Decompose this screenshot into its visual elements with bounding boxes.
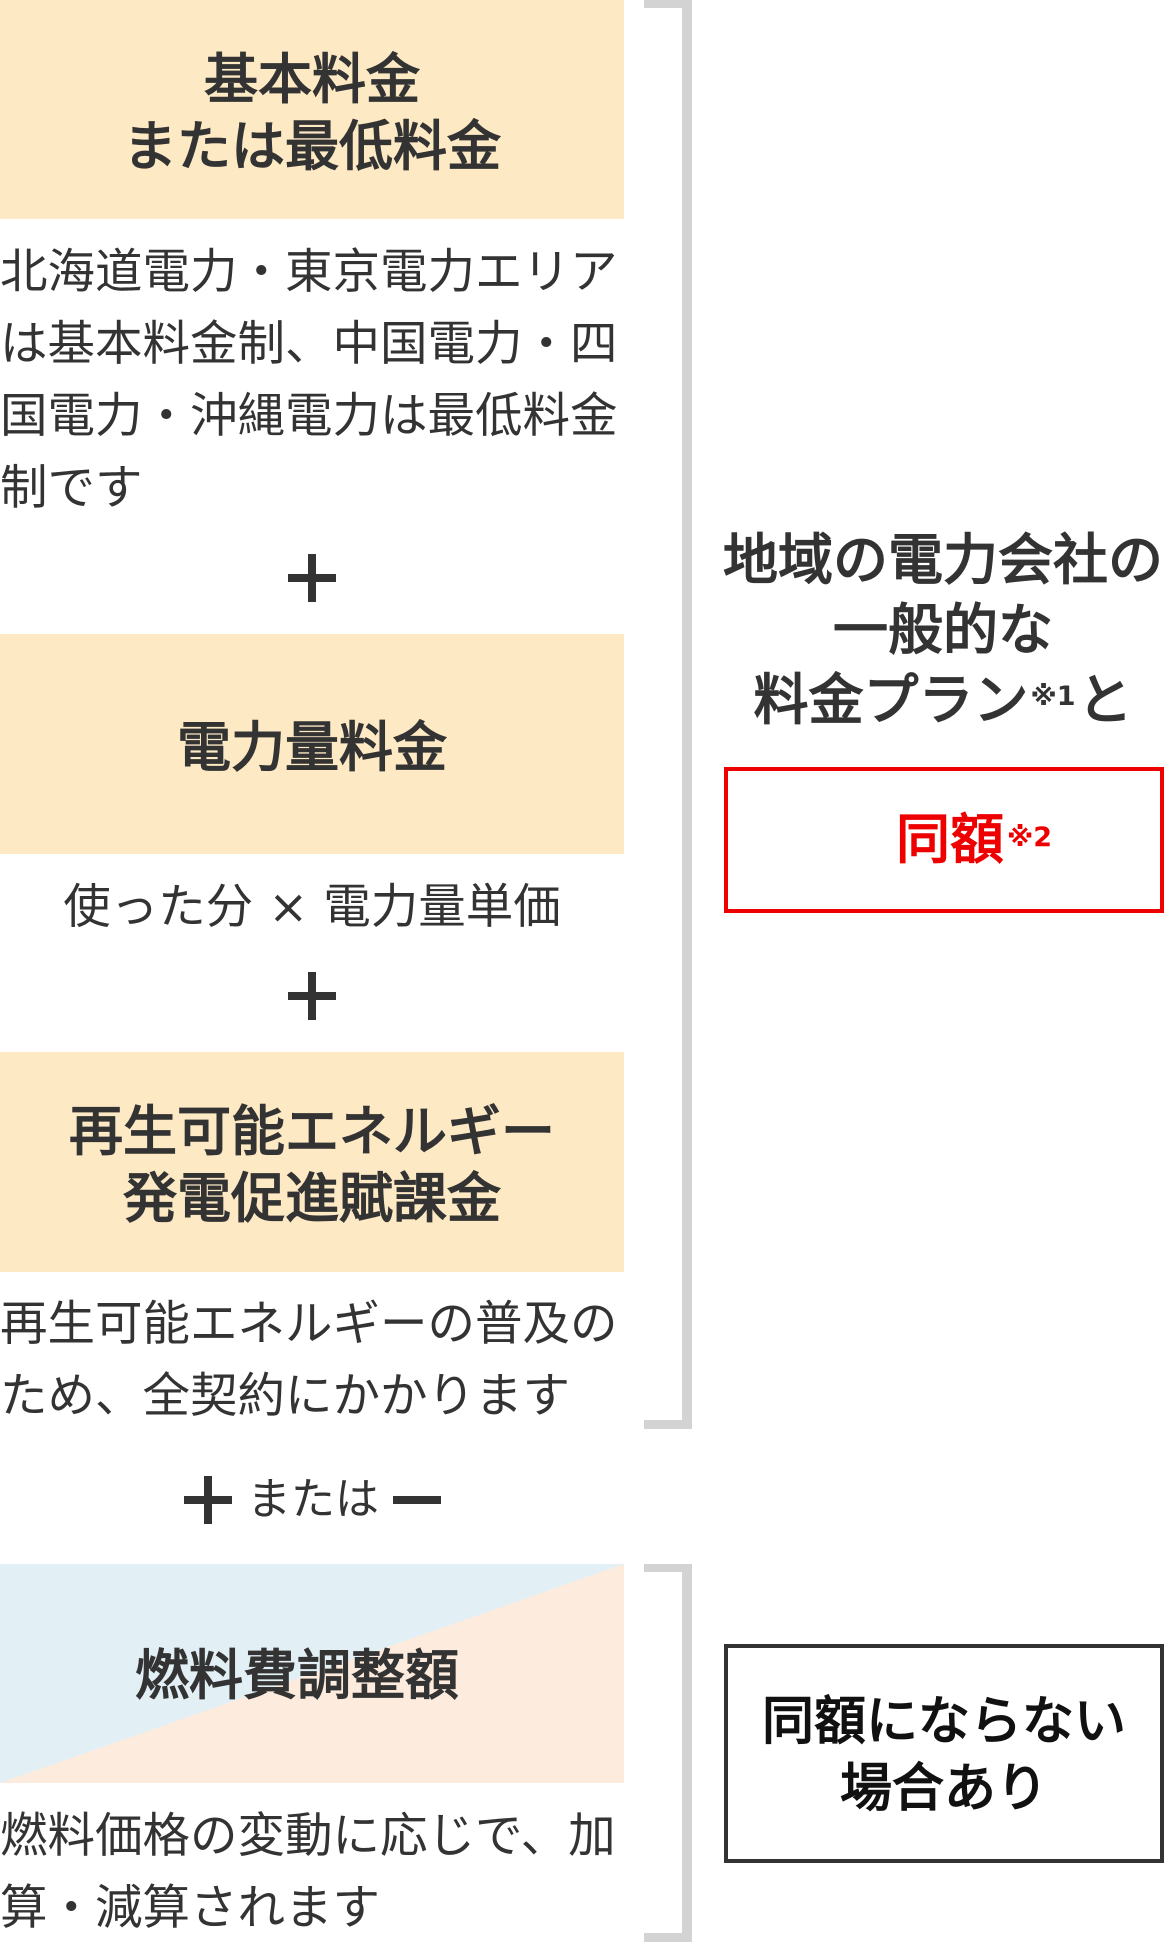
fee-description-basic-charge: 北海道電力・東京電力エリア は基本料金制、中国電力・四 国電力・沖縄電力は最低料… (0, 237, 624, 525)
heading-line: 料金プラン※1と (722, 665, 1164, 746)
fee-box-basic-charge: 基本料金 または最低料金 (0, 0, 624, 219)
plus-icon (288, 972, 336, 1020)
plus-or-minus-label: または (247, 1474, 379, 1525)
minus-icon (393, 1496, 441, 1504)
description-line: 算・減算されます (0, 1881, 380, 1936)
heading-text: 料金プラン (753, 668, 1029, 732)
description-line: 使った分 × 電力量単価 (63, 880, 561, 935)
heading-line: 地域の電力会社の (722, 528, 1163, 592)
description-line: 制です (0, 461, 143, 516)
footnote-marker-1: ※1 (1030, 681, 1076, 712)
not-same-amount-box: 同額にならない 場合あり (724, 1644, 1164, 1863)
description-line: 再生可能エネルギーの普及の (0, 1297, 618, 1352)
fee-description-fuel-adjustment: 燃料価格の変動に応じで、加 算・減算されます (0, 1801, 624, 1945)
not-same-line: 同額にならない (761, 1692, 1126, 1752)
fee-title: 基本料金 (204, 47, 420, 111)
description-line: 燃料価格の変動に応じで、加 (0, 1809, 616, 1864)
fee-title: 再生可能エネルギー (69, 1099, 555, 1163)
bracket-fixed-components (644, 0, 692, 1429)
not-same-line: 場合あり (839, 1759, 1048, 1819)
description-line: 北海道電力・東京電力エリア (0, 245, 618, 300)
description-line: 国電力・沖縄電力は最低料金 (0, 389, 618, 444)
fee-title: 燃料費調整額 (135, 1643, 459, 1707)
fee-title: 電力量料金 (177, 715, 447, 779)
description-line: は基本料金制、中国電力・四 (0, 317, 618, 372)
heading-suffix: と (1077, 668, 1133, 732)
description-line: ため、全契約にかかります (0, 1369, 570, 1424)
fee-box-fuel-adjustment: 燃料費調整額 (0, 1564, 624, 1783)
same-amount-label: 同額※2 (896, 808, 1052, 872)
same-amount-text: 同額 (895, 808, 1004, 871)
footnote-marker-2: ※2 (1006, 822, 1053, 853)
fee-title: 発電促進賦課金 (123, 1166, 501, 1230)
plus-icon (288, 554, 336, 602)
fee-box-renewable-surcharge: 再生可能エネルギー 発電促進賦課金 (0, 1052, 624, 1272)
fee-description-renewable-surcharge: 再生可能エネルギーの普及の ため、全契約にかかります (0, 1289, 624, 1433)
plus-icon (184, 1476, 232, 1524)
fee-title: または最低料金 (123, 114, 501, 178)
bracket-fuel-adjustment (644, 1564, 692, 1942)
fee-box-energy-charge: 電力量料金 (0, 634, 624, 854)
fee-description-energy-charge: 使った分 × 電力量単価 (0, 872, 624, 944)
same-amount-box: 同額※2 (724, 767, 1164, 913)
heading-line: 一般的な (832, 598, 1053, 662)
comparison-heading: 地域の電力会社の 一般的な 料金プラン※1と (722, 525, 1164, 746)
